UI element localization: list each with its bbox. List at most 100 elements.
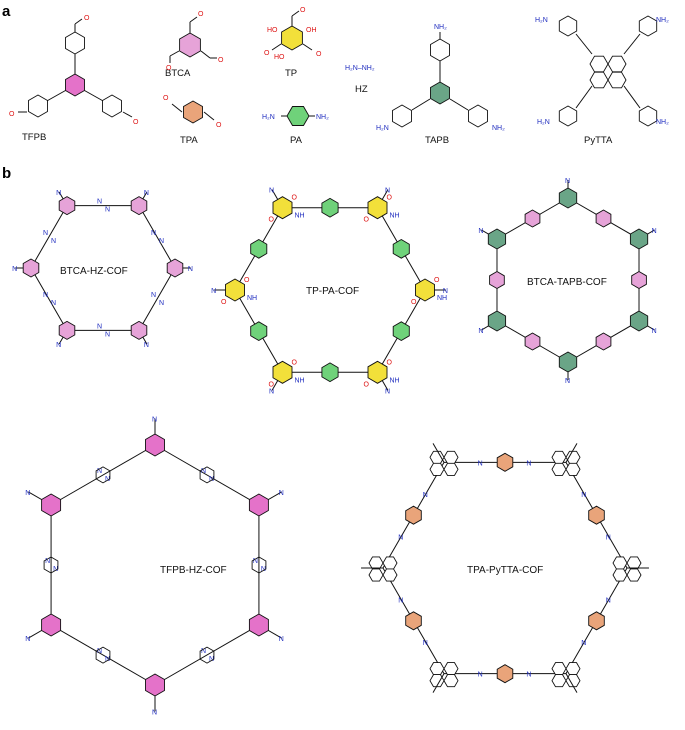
pa-ring: [286, 106, 310, 126]
terminal-n-label: N: [443, 288, 448, 295]
cof-label-btca-hz: BTCA-HZ-COF: [60, 266, 128, 277]
linker-ring: [489, 270, 505, 290]
oxygen-label: O: [434, 277, 440, 284]
panel-label-a: a: [2, 3, 11, 20]
oxygen-label: O: [218, 57, 224, 64]
node-ring: [629, 228, 649, 250]
outer-bond: [432, 443, 445, 463]
outer-bond: [565, 443, 578, 463]
imine-n-label: N: [105, 656, 110, 663]
bond: [47, 90, 66, 102]
tpa-linker-ring: [496, 664, 514, 684]
hydroxyl-label: HO: [267, 27, 278, 34]
node-ring: [41, 613, 62, 637]
pyrene-ring: [382, 556, 398, 570]
tpa-linker-ring: [496, 452, 514, 472]
tapb-arm-ring: [468, 104, 488, 128]
terminal-n-label: N: [565, 178, 570, 185]
pyrene-ring: [565, 462, 581, 476]
imine-n-label: N: [51, 300, 56, 307]
imine-n-label: N: [423, 492, 428, 499]
btca-ring: [179, 32, 201, 58]
amine-label: H₂N: [262, 114, 275, 121]
terminal-n-label: N: [385, 188, 390, 195]
pyrene-ring: [589, 71, 609, 89]
tapb-structure: [392, 32, 488, 128]
terminal-n-label: N: [565, 378, 570, 385]
node-ring: [145, 673, 165, 697]
imine-n-label: N: [581, 640, 586, 647]
amine-label: NH₂: [434, 24, 447, 31]
tfpb-arm-ring: [28, 94, 48, 118]
terminal-n-label: N: [478, 228, 483, 235]
linker-ring: [392, 238, 410, 259]
imine-n-label: N: [606, 534, 611, 541]
monomer-label-tp: TP: [285, 68, 297, 79]
framework-edge: [50, 444, 156, 506]
node-ring: [58, 196, 76, 216]
pyrene-ring: [612, 568, 628, 582]
imine-n-label: N: [398, 598, 403, 605]
tpa-linker-ring: [588, 505, 605, 525]
oxygen-label: O: [133, 119, 139, 126]
imine-n-label: N: [97, 323, 102, 330]
terminal-n-label: N: [279, 490, 284, 497]
oxygen-label: O: [216, 122, 222, 129]
phenyl-ring: [199, 466, 215, 484]
terminal-n-label: N: [144, 190, 149, 197]
bond: [411, 98, 431, 111]
tpa-ring: [183, 100, 203, 124]
nh-label: NH: [437, 295, 447, 302]
pyrene-ring: [551, 450, 567, 464]
imine-n-label: N: [97, 648, 102, 655]
imine-n-label: N: [201, 648, 206, 655]
terminal-n-label: N: [478, 328, 483, 335]
amine-label: H₂N: [376, 125, 389, 132]
pyrene-ring: [612, 556, 628, 570]
imine-n-label: N: [159, 238, 164, 245]
bond: [203, 111, 215, 121]
linker-ring: [595, 209, 612, 228]
pyrene-ring: [565, 674, 581, 688]
oxygen-label: O: [364, 217, 370, 224]
node-ring: [558, 351, 578, 373]
bond: [74, 18, 83, 25]
pyrene-ring: [429, 450, 445, 464]
oxygen-label: O: [264, 50, 270, 57]
oxygen-label: O: [166, 65, 172, 72]
imine-n-label: N: [526, 460, 531, 467]
nh-label: NH: [295, 213, 305, 220]
btca-structure: [169, 16, 217, 63]
terminal-n-label: N: [25, 490, 30, 497]
imine-n-label: N: [151, 292, 156, 299]
framework-edge: [138, 267, 176, 331]
node-ring: [558, 187, 578, 209]
tapb-arm-ring: [430, 38, 450, 62]
node-ring: [367, 360, 388, 384]
imine-n-label: N: [97, 468, 102, 475]
tfpb-arm-ring: [65, 31, 85, 55]
linker-ring: [595, 332, 612, 351]
node-ring: [415, 278, 435, 302]
pyrene-ring: [429, 674, 445, 688]
terminal-n-label: N: [652, 228, 657, 235]
terminal-n-label: N: [385, 388, 390, 395]
cof-label-tp-pa: TP-PA-COF: [306, 286, 359, 297]
amine-label: H₂N: [535, 17, 548, 24]
imine-n-label: N: [201, 468, 206, 475]
linker-ring: [321, 197, 339, 218]
imine-n-label: N: [151, 230, 156, 237]
bond: [623, 33, 641, 55]
phenyl-ring: [251, 556, 267, 574]
imine-n-label: N: [209, 476, 214, 483]
node-ring: [367, 196, 388, 220]
bond: [122, 111, 133, 118]
monomer-label-tfpb: TFPB: [22, 132, 46, 143]
monomer-label-hz: HZ: [355, 84, 368, 95]
bond: [302, 43, 313, 51]
terminal-n-label: N: [152, 417, 157, 424]
tpa-linker-ring: [588, 611, 605, 631]
